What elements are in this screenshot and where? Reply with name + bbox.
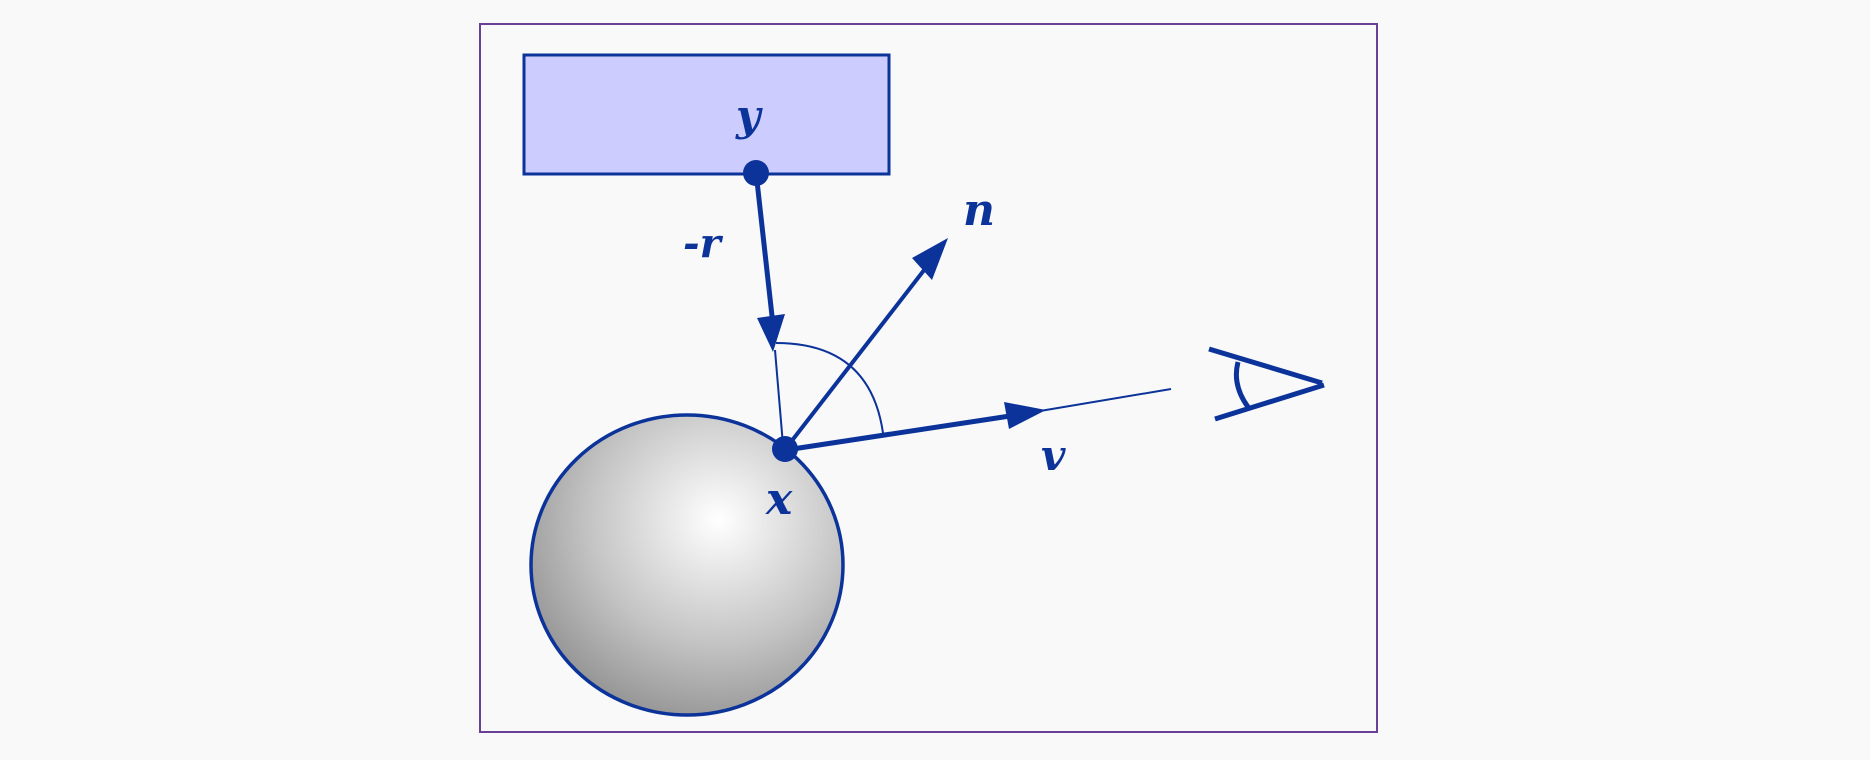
incident-thin-line [774,349,784,446]
sphere [529,413,845,717]
reflected-direction-arrow [753,171,785,352]
eye-icon [1208,346,1325,422]
light-point-dot [743,160,769,186]
light-point-label: y [735,91,763,140]
angle-arc [775,342,884,434]
view-direction-arrow [785,388,1172,453]
reflected-direction-label: -r [683,220,724,267]
normal-label: n [963,185,995,236]
view-direction-label: v [1041,431,1066,480]
normal-arrow [785,238,948,449]
light-source-rect [522,53,891,176]
surface-point-dot [772,436,798,462]
surface-point-label: x [765,474,793,525]
diagram-frame [479,23,1378,733]
